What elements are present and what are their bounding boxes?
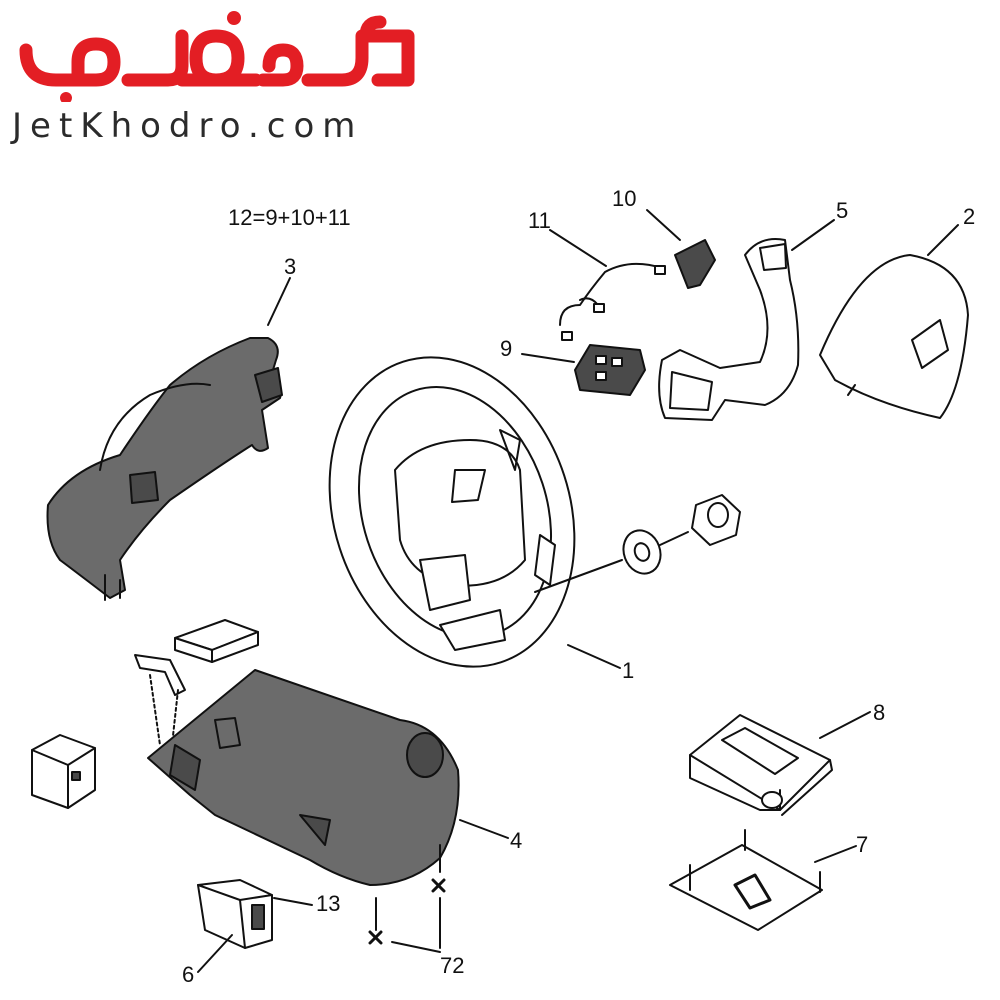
callout-1: 1 bbox=[622, 658, 635, 683]
assembly-formula: 12=9+10+11 bbox=[228, 205, 351, 230]
site-domain-text: JetKhodro.com bbox=[12, 106, 364, 146]
steering-wheel bbox=[328, 356, 576, 668]
ignition-switch-module bbox=[197, 879, 273, 949]
right-control-switch bbox=[674, 239, 716, 289]
callout-2: 2 bbox=[963, 204, 976, 229]
callout-8: 8 bbox=[873, 700, 886, 725]
switch-wiring-harness bbox=[559, 262, 666, 341]
callout-10: 10 bbox=[612, 186, 637, 211]
wheel-trim-cover bbox=[658, 238, 800, 421]
left-control-switch bbox=[574, 344, 646, 396]
callout-11: 11 bbox=[528, 208, 551, 233]
callout-72: 72 bbox=[440, 953, 465, 978]
jetkhodro-logo bbox=[19, 11, 415, 102]
airbag-control-unit bbox=[689, 714, 833, 816]
callout-6: 6 bbox=[182, 962, 195, 987]
upper-column-shroud bbox=[46, 337, 283, 601]
driver-airbag bbox=[819, 254, 969, 419]
callout-3: 3 bbox=[284, 254, 297, 279]
relay-connector bbox=[31, 734, 96, 809]
callout-13: 13 bbox=[316, 891, 341, 916]
washer bbox=[622, 529, 662, 575]
callout-4: 4 bbox=[510, 828, 523, 853]
ecu-mounting-bracket bbox=[669, 829, 823, 931]
hex-nut bbox=[691, 494, 741, 546]
lower-column-shroud bbox=[147, 669, 460, 886]
callout-9: 9 bbox=[500, 336, 513, 361]
callout-5: 5 bbox=[836, 198, 849, 223]
rectangular-label-pad bbox=[174, 619, 259, 663]
callout-7: 7 bbox=[856, 832, 869, 857]
mounting-clip bbox=[134, 654, 186, 746]
